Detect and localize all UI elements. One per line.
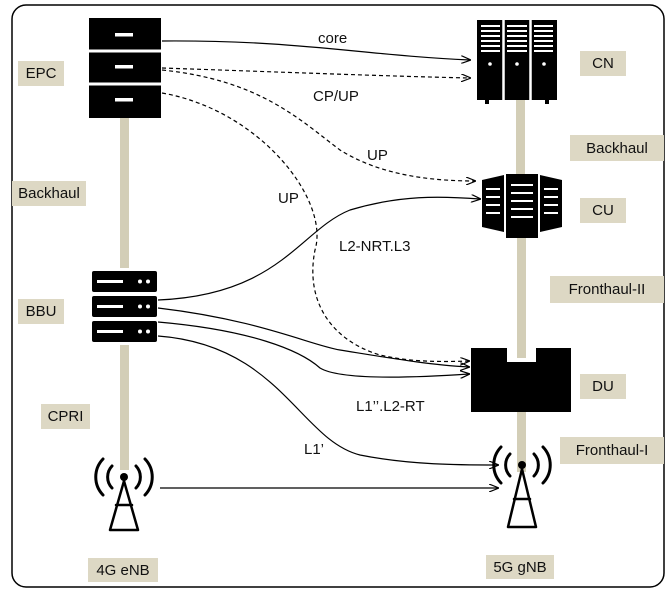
fronthaul-ii-label: Fronthaul-II <box>550 276 664 303</box>
link-bar-bbu-enb <box>120 345 129 470</box>
up-du-connection-label: UP <box>278 190 299 207</box>
du-distributed-unit-icon <box>471 348 571 412</box>
link-bar-du-gnb <box>517 412 526 472</box>
core-connection <box>161 40 470 60</box>
bbu-label: BBU <box>18 299 64 324</box>
up-epc-cu-connection <box>161 69 475 181</box>
cp-up-connection <box>161 67 470 78</box>
cpri-label: CPRI <box>41 404 90 429</box>
enb-radio-tower-icon <box>94 457 154 532</box>
fronthaul-i-label: Fronthaul-I <box>560 437 664 464</box>
gnb-label: 5G gNB <box>486 555 554 579</box>
du-label: DU <box>580 374 626 399</box>
diagram-border <box>11 4 665 588</box>
epc-server-icon <box>89 18 161 118</box>
bbu-baseband-unit-icon <box>92 271 157 342</box>
up-epc-du-connection <box>161 92 469 361</box>
cu-server-cluster-icon <box>482 174 562 238</box>
up-cu-connection-label: UP <box>367 147 388 164</box>
cp-up-connection-label: CP/UP <box>313 88 359 105</box>
cn-label: CN <box>580 51 626 76</box>
link-bar-cn-cu <box>516 100 525 178</box>
bbu-du-connection-a <box>157 307 469 367</box>
l1-l2rt-connection-label: L1’’.L2-RT <box>356 398 425 415</box>
epc-label: EPC <box>18 61 64 86</box>
backhaul-cn-cu-label: Backhaul <box>570 135 664 161</box>
l1-connection-label: L1’ <box>304 441 325 458</box>
core-connection-label: core <box>318 30 348 47</box>
l2-nrt-connection-label: L2-NRT.L3 <box>339 238 411 255</box>
link-bar-cu-du <box>517 238 526 358</box>
link-bar-epc-bbu <box>120 118 129 268</box>
cn-server-rack-icon <box>477 20 557 104</box>
enb-label: 4G eNB <box>88 558 158 582</box>
cu-label: CU <box>580 198 626 223</box>
l2-nrt-connection <box>157 197 480 301</box>
l1-l2rt-connection <box>157 321 469 377</box>
l1-connection <box>157 335 498 465</box>
backhaul-epc-bbu-label: Backhaul <box>12 181 86 206</box>
